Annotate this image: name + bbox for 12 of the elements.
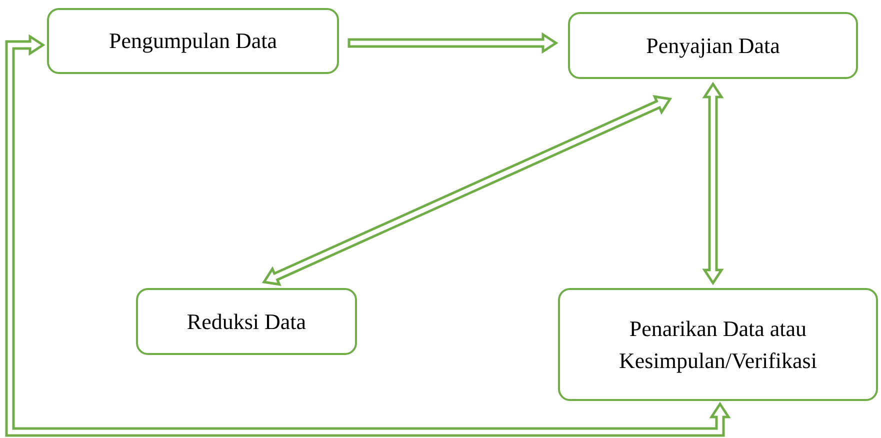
rounded-box	[558, 288, 878, 401]
rounded-box	[568, 12, 858, 79]
block-arrow	[262, 95, 672, 286]
block-arrow	[702, 82, 724, 286]
box-label: Pengumpulan Data	[108, 27, 278, 56]
box-label: Reduksi Data	[186, 308, 306, 336]
rounded-box	[136, 288, 357, 355]
box-label: Penyajian Data	[646, 32, 780, 60]
rounded-box	[47, 8, 339, 74]
box-label: Penarikan Data atau Kesimpulan/Verifikasi	[618, 314, 818, 375]
block-arrow	[348, 32, 558, 54]
block-arrow	[5, 34, 731, 437]
